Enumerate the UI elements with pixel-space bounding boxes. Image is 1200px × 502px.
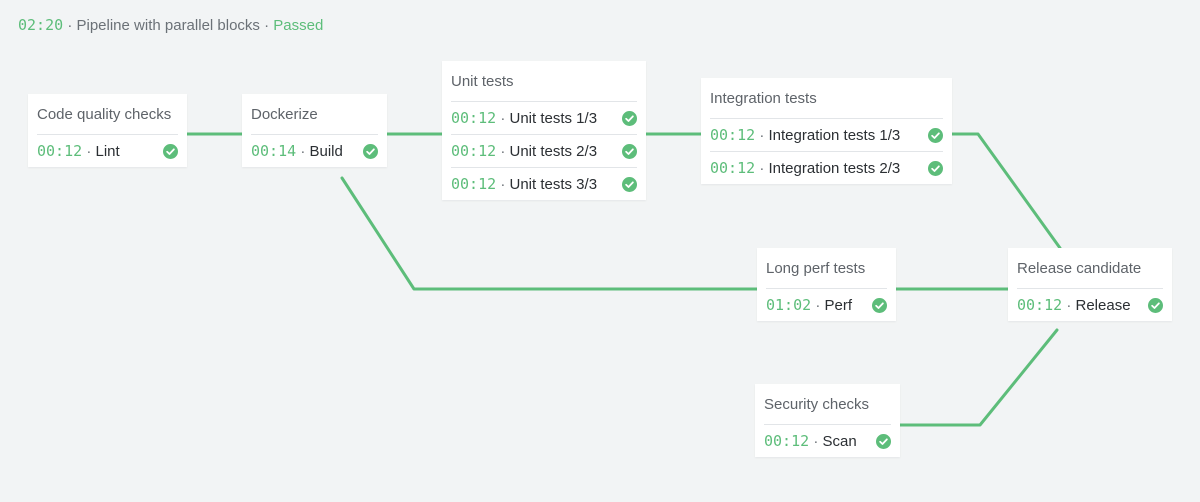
check-circle-icon xyxy=(876,434,891,449)
step-separator: · xyxy=(500,176,506,193)
check-circle-icon xyxy=(622,144,637,159)
block-title: Security checks xyxy=(764,384,891,425)
step-duration: 00:12 xyxy=(710,126,756,144)
block-title: Unit tests xyxy=(451,61,637,102)
step-separator: · xyxy=(815,297,821,314)
step-name: Unit tests 1/3 xyxy=(509,110,598,127)
pipeline-duration: 02:20 xyxy=(18,16,64,34)
block-title: Code quality checks xyxy=(37,94,178,135)
step-name: Unit tests 3/3 xyxy=(509,176,598,193)
check-circle-icon xyxy=(163,144,178,159)
step-separator: · xyxy=(300,143,306,160)
step-duration: 00:12 xyxy=(710,159,756,177)
step-separator: · xyxy=(500,143,506,160)
pipeline-header: 02:20 · Pipeline with parallel blocks · … xyxy=(18,14,323,37)
step-row[interactable]: 00:12 · Release xyxy=(1017,289,1163,321)
step-separator: · xyxy=(86,143,92,160)
step-row[interactable]: 00:12 · Lint xyxy=(37,135,178,167)
step-duration: 00:12 xyxy=(451,109,497,127)
step-row[interactable]: 00:12 · Unit tests 1/3 xyxy=(451,102,637,135)
step-duration: 00:12 xyxy=(451,175,497,193)
block-title: Long perf tests xyxy=(766,248,887,289)
block-integration-tests[interactable]: Integration tests 00:12 · Integration te… xyxy=(701,78,952,184)
pipeline-title: Pipeline with parallel blocks xyxy=(76,17,260,34)
connector-dockerize-to-perf xyxy=(340,176,759,291)
pipeline-status: Passed xyxy=(273,17,324,34)
block-title: Integration tests xyxy=(710,78,943,119)
step-row[interactable]: 00:12 · Unit tests 3/3 xyxy=(451,168,637,200)
step-row[interactable]: 00:12 · Integration tests 2/3 xyxy=(710,152,943,184)
step-duration: 00:12 xyxy=(451,142,497,160)
check-circle-icon xyxy=(872,298,887,313)
step-row[interactable]: 01:02 · Perf xyxy=(766,289,887,321)
check-circle-icon xyxy=(622,177,637,192)
step-row[interactable]: 00:12 · Unit tests 2/3 xyxy=(451,135,637,168)
block-title: Release candidate xyxy=(1017,248,1163,289)
step-duration: 00:14 xyxy=(251,142,297,160)
block-title: Dockerize xyxy=(251,94,378,135)
step-name: Release xyxy=(1075,297,1131,314)
step-name: Scan xyxy=(822,433,857,450)
step-name: Integration tests 1/3 xyxy=(768,127,901,144)
connector-integration-to-release xyxy=(950,132,1062,250)
connector-security-to-release xyxy=(898,328,1059,427)
step-duration: 01:02 xyxy=(766,296,812,314)
step-separator: · xyxy=(759,160,765,177)
step-separator: · xyxy=(500,110,506,127)
step-row[interactable]: 00:12 · Scan xyxy=(764,425,891,457)
header-separator: · xyxy=(264,17,270,34)
block-unit-tests[interactable]: Unit tests 00:12 · Unit tests 1/3 00:12 … xyxy=(442,61,646,200)
check-circle-icon xyxy=(1148,298,1163,313)
header-separator: · xyxy=(67,17,73,34)
step-duration: 00:12 xyxy=(764,432,810,450)
step-separator: · xyxy=(759,127,765,144)
check-circle-icon xyxy=(928,128,943,143)
step-duration: 00:12 xyxy=(1017,296,1063,314)
block-code-quality-checks[interactable]: Code quality checks 00:12 · Lint xyxy=(28,94,187,167)
step-separator: · xyxy=(1066,297,1072,314)
check-circle-icon xyxy=(622,111,637,126)
step-name: Unit tests 2/3 xyxy=(509,143,598,160)
step-row[interactable]: 00:12 · Integration tests 1/3 xyxy=(710,119,943,152)
block-release-candidate[interactable]: Release candidate 00:12 · Release xyxy=(1008,248,1172,321)
block-dockerize[interactable]: Dockerize 00:14 · Build xyxy=(242,94,387,167)
check-circle-icon xyxy=(363,144,378,159)
step-row[interactable]: 00:14 · Build xyxy=(251,135,378,167)
step-separator: · xyxy=(813,433,819,450)
step-duration: 00:12 xyxy=(37,142,83,160)
check-circle-icon xyxy=(928,161,943,176)
step-name: Integration tests 2/3 xyxy=(768,160,901,177)
block-security-checks[interactable]: Security checks 00:12 · Scan xyxy=(755,384,900,457)
block-long-perf-tests[interactable]: Long perf tests 01:02 · Perf xyxy=(757,248,896,321)
step-name: Perf xyxy=(824,297,853,314)
step-name: Lint xyxy=(95,143,120,160)
step-name: Build xyxy=(309,143,343,160)
